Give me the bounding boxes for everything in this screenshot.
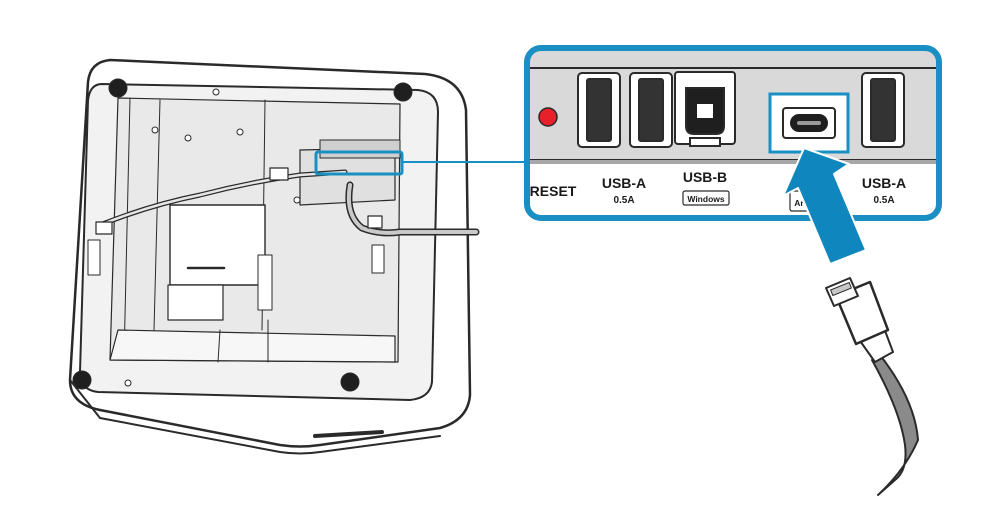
usb-a-left-label: USB-A — [602, 175, 646, 191]
port-panel-zoom: RESET USB-A 0.5A USB-B Windows U Ar USB-… — [524, 45, 942, 221]
usb-c-port-icon — [768, 92, 850, 154]
reset-button-icon — [538, 107, 558, 127]
insert-arrow — [782, 147, 867, 265]
usb-a-right-label: USB-A — [862, 175, 906, 191]
usb-c-cable — [825, 277, 919, 496]
usb-a-right-rating: 0.5A — [873, 195, 894, 206]
usb-b-tag-box — [682, 190, 730, 206]
device-underside-illustration — [68, 58, 480, 455]
usb-c-tag-partial: Ar — [794, 198, 804, 208]
usb-b-tag: Windows — [687, 194, 724, 204]
usb-a-right-port-icon — [861, 72, 905, 148]
usb-a-left-ports-icon — [577, 72, 673, 148]
usb-a-left-rating: 0.5A — [613, 195, 634, 206]
usb-b-port-icon — [674, 71, 736, 147]
reset-label: RESET — [530, 183, 577, 199]
usb-b-label: USB-B — [683, 169, 727, 185]
